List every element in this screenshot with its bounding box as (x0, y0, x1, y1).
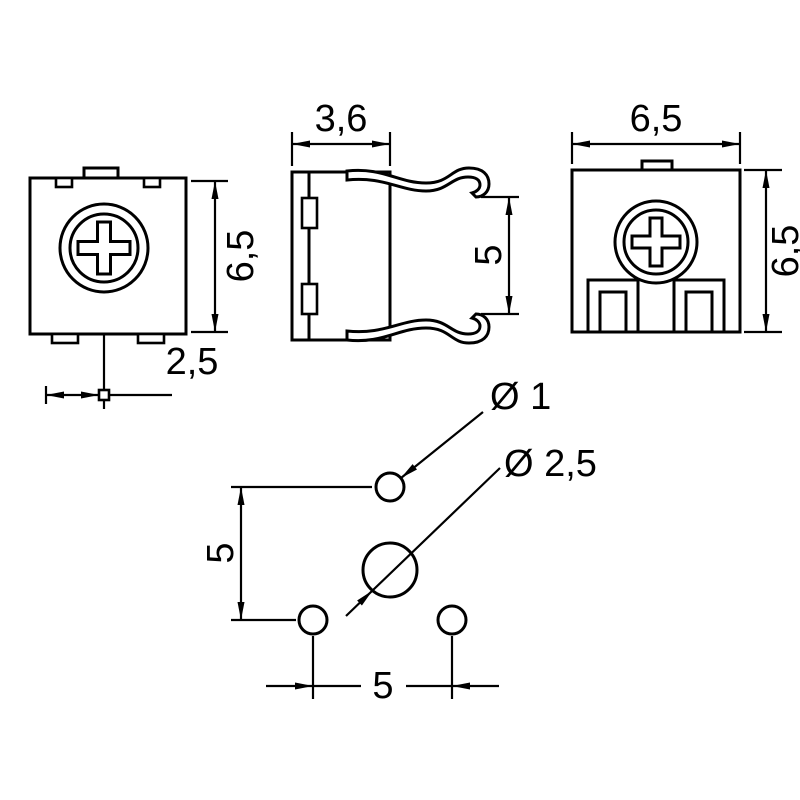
side-contact-clip-bottom (345, 312, 491, 345)
front-pin-offset-dimension: 2,5 (44, 335, 219, 409)
arrowhead-leader (400, 464, 417, 479)
back-width-label: 6,5 (630, 98, 683, 140)
front-top-notch-right (142, 176, 162, 189)
arrowhead-left (452, 682, 470, 690)
front-view (28, 166, 188, 345)
arrowhead-left (292, 140, 310, 148)
back-height-dimension: 6,5 (744, 168, 800, 334)
back-phillips-cross-icon (630, 216, 682, 268)
back-width-dimension: 6,5 (570, 98, 742, 164)
back-top-tab (640, 159, 674, 172)
arrowhead-down (762, 314, 770, 332)
horizontal-pitch-label: 5 (372, 665, 393, 707)
front-top-notch-left (54, 176, 74, 189)
arrowhead-right (722, 140, 740, 148)
arrowhead-right (295, 682, 313, 690)
front-bottom-foot-right (136, 332, 166, 345)
hole-small-label: Ø 1 (490, 376, 551, 418)
side-depth-label: 3,6 (315, 98, 368, 140)
hole-large-callout: Ø 2,5 (345, 443, 597, 617)
horizontal-pitch-dimension: 5 (266, 636, 499, 707)
front-center-pin-marker (97, 388, 111, 402)
hole-large-label: Ø 2,5 (504, 443, 597, 485)
side-key-notch-bottom (300, 282, 319, 316)
side-clip-span-label: 5 (468, 244, 510, 265)
front-pin-offset-label: 2,5 (166, 341, 219, 383)
back-terminal-right (672, 278, 726, 334)
vertical-pitch-dimension: 5 (200, 485, 372, 622)
back-terminal-left (586, 278, 640, 334)
arrowhead-up (237, 487, 245, 505)
side-clip-span-dimension: 5 (468, 195, 519, 316)
side-key-notch-top (300, 196, 319, 230)
arrowhead-right (372, 140, 390, 148)
arrowhead-left (572, 140, 590, 148)
back-height-label: 6,5 (765, 225, 800, 278)
arrowhead-left (46, 391, 64, 399)
arrowhead-leader (357, 590, 373, 606)
arrowhead-up (762, 170, 770, 188)
footprint-hole-center (361, 541, 419, 599)
side-view (290, 166, 491, 345)
arrowhead-down (211, 314, 219, 332)
footprint-hole-bottom-left (297, 604, 329, 636)
hole-small-callout: Ø 1 (400, 376, 551, 479)
side-contact-clip-top (345, 166, 491, 199)
front-height-label: 6,5 (220, 230, 262, 283)
back-view (570, 159, 742, 334)
footprint-hole-bottom-right (436, 604, 468, 636)
arrowhead-down (237, 602, 245, 620)
arrowhead-down (505, 296, 513, 314)
front-height-dimension: 6,5 (191, 179, 262, 334)
arrowhead-up (211, 181, 219, 199)
arrowhead-up (505, 197, 513, 215)
front-top-tab (82, 166, 120, 180)
front-phillips-cross-icon (76, 220, 132, 276)
footprint-view: Ø 1 Ø 2,5 5 5 (200, 376, 597, 707)
arrowhead-right (81, 391, 99, 399)
vertical-pitch-label: 5 (200, 542, 242, 563)
footprint-hole-top (374, 471, 406, 503)
front-bottom-foot-left (50, 332, 80, 345)
side-depth-dimension: 3,6 (290, 98, 392, 166)
